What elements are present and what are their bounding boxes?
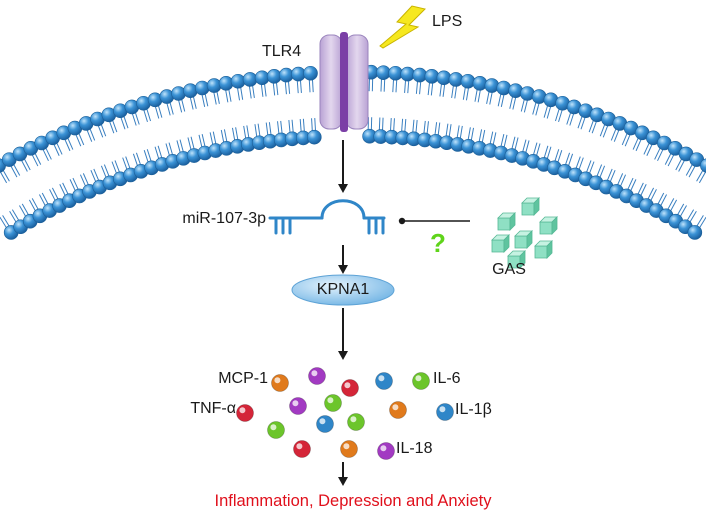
tlr4-label: TLR4 (262, 43, 302, 60)
lipid-head-outer (194, 80, 210, 96)
cytokine-sphere (271, 374, 289, 392)
lipid-head-outer (303, 65, 318, 81)
cytokine-sphere (316, 415, 334, 433)
lipid-head-outer (448, 72, 464, 87)
gas-compound-cubes-icon (491, 197, 558, 269)
cytokine-spheres (236, 367, 454, 460)
lipid-head-outer (484, 78, 500, 93)
gas-cube (521, 197, 540, 216)
gas-label: GAS (492, 261, 526, 278)
gas-cube (497, 212, 516, 231)
cytokine-sphere (347, 413, 365, 431)
cytokine-sphere (436, 403, 454, 421)
cytokine-sphere (389, 401, 407, 419)
cytokine-sphere (375, 372, 393, 390)
cytokine-sphere (289, 397, 307, 415)
cytokine-sphere (293, 440, 311, 458)
cytokine-sphere (267, 421, 285, 439)
cytokine-label-mcp1: MCP-1 (218, 370, 268, 387)
cytokine-sphere (377, 442, 395, 460)
cytokine-sphere (412, 372, 430, 390)
kpna1-label: KPNA1 (316, 281, 370, 298)
lipid-tail (698, 170, 706, 184)
gas-cube (534, 240, 553, 259)
lipid-tail (0, 170, 8, 184)
cytokine-sphere (236, 404, 254, 422)
lipid-head-outer (460, 73, 476, 89)
lipid-bilayer-membrane (0, 64, 706, 240)
kpna1-oval (291, 274, 395, 306)
cytokine-sphere (341, 379, 359, 397)
outcome-label: Inflammation, Depression and Anxiety (214, 492, 492, 510)
cytokine-label-il18: IL-18 (396, 440, 433, 457)
lipid-head-outer (424, 69, 440, 84)
cytokine-label-il6: IL-6 (433, 370, 461, 387)
cytokine-label-il1b: IL-1β (455, 401, 492, 418)
lipid-head-outer (230, 73, 246, 89)
lipid-head-outer (436, 70, 452, 86)
unknown-relationship-mark: ? (430, 228, 446, 258)
lps-lightning-icon (379, 5, 426, 49)
cytokine-sphere (308, 367, 326, 385)
lipid-head-outer (700, 158, 706, 173)
microrna-hairpin-icon (268, 199, 386, 235)
lps-label: LPS (432, 13, 463, 30)
gas-cube (514, 230, 533, 249)
lipid-head-outer (496, 80, 512, 96)
lipid-head-inner (306, 129, 322, 145)
lipid-head-outer (206, 78, 222, 93)
lipid-head-outer (472, 76, 488, 91)
microrna-label: miR-107-3p (182, 210, 266, 227)
tlr4-receptor (319, 32, 369, 132)
lipid-head-outer (242, 72, 258, 87)
lipid-head-outer (183, 83, 198, 98)
cytokine-sphere (324, 394, 342, 412)
lipid-head-inner (687, 225, 703, 240)
cytokine-sphere (340, 440, 358, 458)
cytokine-label-tnfa: TNF-α (190, 400, 236, 417)
lipid-head-outer (254, 70, 270, 86)
gas-cube (539, 216, 558, 235)
gas-inhibition-line (398, 217, 470, 225)
lipid-head-outer (218, 76, 234, 91)
gas-cube (491, 234, 510, 253)
gas-cube (507, 250, 526, 269)
